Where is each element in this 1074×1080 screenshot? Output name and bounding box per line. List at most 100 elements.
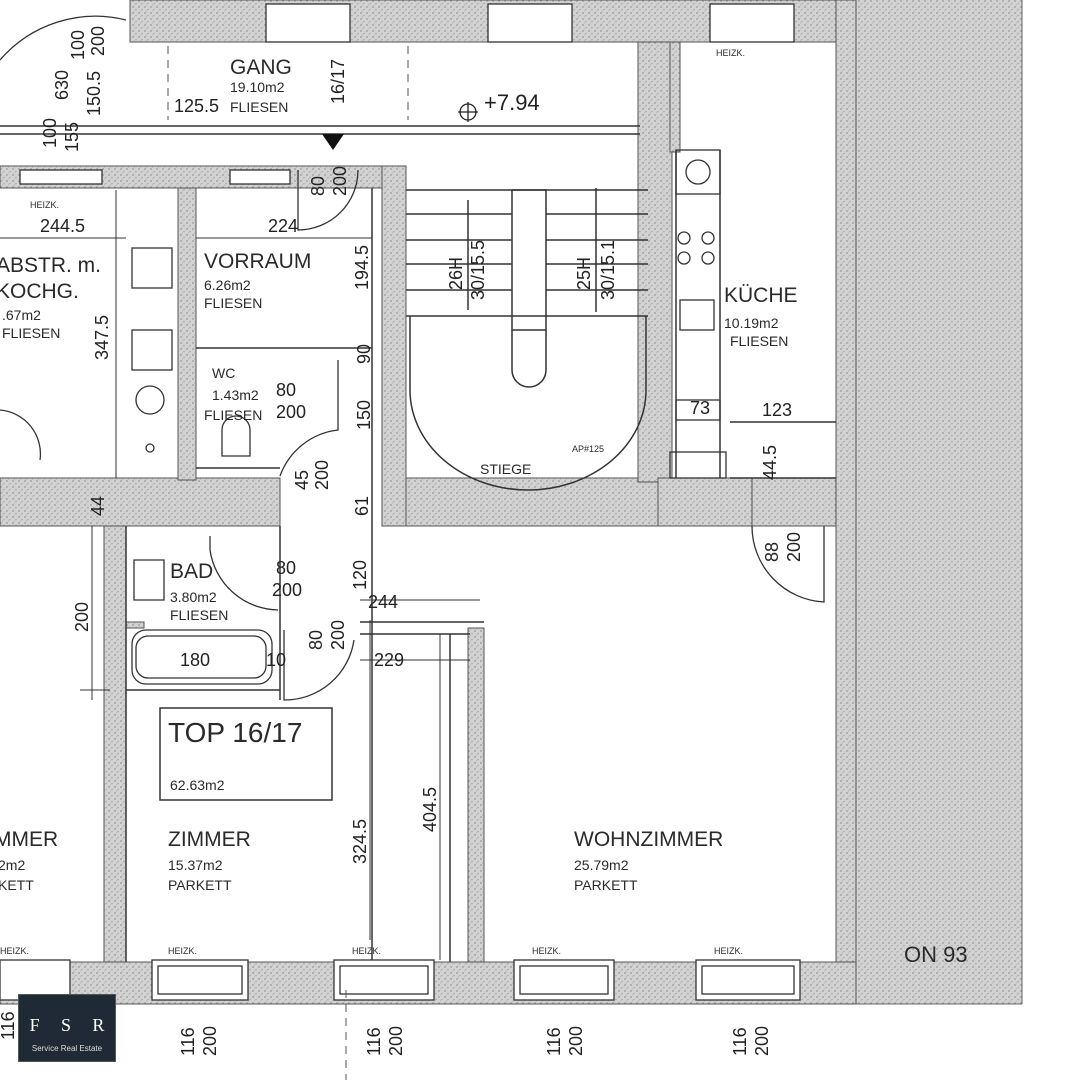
window-2-width: 116 [364, 1027, 384, 1056]
room-wc-name: WC [212, 365, 235, 381]
dim-200-r: 200 [328, 620, 348, 650]
dim-150: 150 [354, 400, 374, 430]
room-zimmer-area: 15.37m2 [168, 857, 223, 873]
logo-letter-f: F [29, 1015, 40, 1035]
window-1-height: 200 [200, 1026, 220, 1056]
window-2-height: 200 [386, 1026, 406, 1056]
room-zimmer-left-area: 2m2 [0, 857, 25, 873]
svg-text:HEIZK.: HEIZK. [0, 946, 29, 956]
room-zimmer-left-material: KETT [0, 877, 34, 893]
top-box [159, 707, 333, 801]
room-abstr-material: FLIESEN [2, 325, 60, 341]
room-gang-material: FLIESEN [230, 99, 288, 115]
room-vorraum-area: 6.26m2 [204, 277, 251, 293]
room-wohnzimmer-area: 25.79m2 [574, 857, 629, 873]
dim-80-wc: 80 [276, 380, 296, 400]
dim-61: 61 [352, 496, 372, 516]
stair-left-ratio: 30/15.5 [468, 240, 488, 300]
room-gang-area: 19.10m2 [230, 79, 285, 95]
dim-229: 229 [374, 650, 404, 670]
dim-120: 120 [350, 560, 370, 590]
stiege-label: STIEGE [480, 461, 531, 477]
dim-80-bad: 80 [276, 558, 296, 578]
dim-100: 100 [40, 118, 60, 148]
dim-44-5: 44.5 [760, 445, 780, 480]
company-logo: F S R Service Real Estate [18, 994, 116, 1062]
exterior-hatch [856, 0, 1022, 1004]
stair-right-steps: 25H [574, 257, 594, 290]
room-abstr-name: ABSTR. m. [0, 254, 101, 277]
dim-200-bad: 200 [272, 580, 302, 600]
dim-244: 244 [368, 592, 398, 612]
window-4-width: 116 [730, 1027, 750, 1056]
dim-347-5: 347.5 [92, 315, 112, 360]
room-kueche-name: KÜCHE [724, 284, 798, 307]
dim-200-v: 200 [312, 460, 332, 490]
dim-45: 45 [292, 470, 312, 490]
dim-150-5: 150.5 [84, 71, 104, 116]
dim-180: 180 [180, 650, 210, 670]
room-wc-area: 1.43m2 [212, 387, 259, 403]
room-vorraum-name: VORRAUM [204, 250, 311, 273]
dim-244-5: 244.5 [40, 216, 85, 236]
dim-200-o: 200 [330, 166, 350, 196]
dim-155: 155 [62, 122, 82, 152]
room-zimmer-material: PARKETT [168, 877, 232, 893]
dim-16-17: 16/17 [328, 59, 348, 104]
room-vorraum-material: FLIESEN [204, 295, 262, 311]
svg-text:AP#125: AP#125 [572, 444, 604, 454]
dim-88: 88 [762, 542, 782, 562]
north-arrow-icon [322, 134, 344, 150]
door-swings [0, 15, 825, 701]
room-abstr-area: .67m2 [2, 307, 41, 323]
svg-text:HEIZK.: HEIZK. [30, 200, 59, 210]
room-abstr-name2: KOCHG. [0, 280, 79, 303]
dim-324-5: 324.5 [350, 819, 370, 864]
window-1-width: 116 [178, 1027, 198, 1056]
dim-630: 630 [52, 70, 72, 100]
svg-text:HEIZK.: HEIZK. [168, 946, 197, 956]
window-3-height: 200 [566, 1026, 586, 1056]
logo-tagline: Service Real Estate [31, 1044, 103, 1053]
room-wohnzimmer-material: PARKETT [574, 877, 638, 893]
dim-123: 123 [762, 400, 792, 420]
dim-10: 10 [266, 650, 286, 670]
logo-letter-s: S [60, 1015, 71, 1035]
dim-100-top: 100 [68, 30, 88, 60]
top-title: TOP 16/17 [168, 717, 302, 748]
sanitary-fixtures [0, 247, 273, 685]
window-0-width: 116 [0, 1011, 18, 1040]
svg-text:HEIZK.: HEIZK. [532, 946, 561, 956]
stair-right-ratio: 30/15.1 [598, 240, 618, 300]
dim-44: 44 [88, 496, 108, 516]
room-bad-material: FLIESEN [170, 607, 228, 623]
dim-80-r: 80 [306, 630, 326, 650]
dim-200-top: 200 [88, 26, 108, 56]
logo-letter-r: R [92, 1015, 105, 1035]
svg-text:HEIZK.: HEIZK. [716, 48, 745, 58]
room-kueche-area: 10.19m2 [724, 315, 779, 331]
top-area: 62.63m2 [170, 777, 225, 793]
dim-90: 90 [354, 344, 374, 364]
room-bad-area: 3.80m2 [170, 589, 217, 605]
svg-text:HEIZK.: HEIZK. [352, 946, 381, 956]
room-wc-material: FLIESEN [204, 407, 262, 423]
dim-224: 224 [268, 216, 298, 236]
elevation-label: +7.94 [484, 90, 540, 115]
room-bad-name: BAD [170, 560, 213, 583]
windows [0, 3, 801, 1001]
on-label: ON 93 [904, 942, 968, 967]
window-3-width: 116 [544, 1027, 564, 1056]
elevation-marker [458, 102, 478, 122]
staircase [406, 188, 648, 491]
dim-404-5: 404.5 [420, 787, 440, 832]
room-zimmer-name: ZIMMER [168, 828, 251, 851]
dim-125-5: 125.5 [174, 96, 219, 116]
window-4-height: 200 [752, 1026, 772, 1056]
room-kueche-material: FLIESEN [730, 333, 788, 349]
stair-left-steps: 26H [446, 257, 466, 290]
room-zimmer-left-name: MMER [0, 828, 58, 851]
dim-194-5: 194.5 [352, 245, 372, 290]
dim-200-wc: 200 [276, 402, 306, 422]
